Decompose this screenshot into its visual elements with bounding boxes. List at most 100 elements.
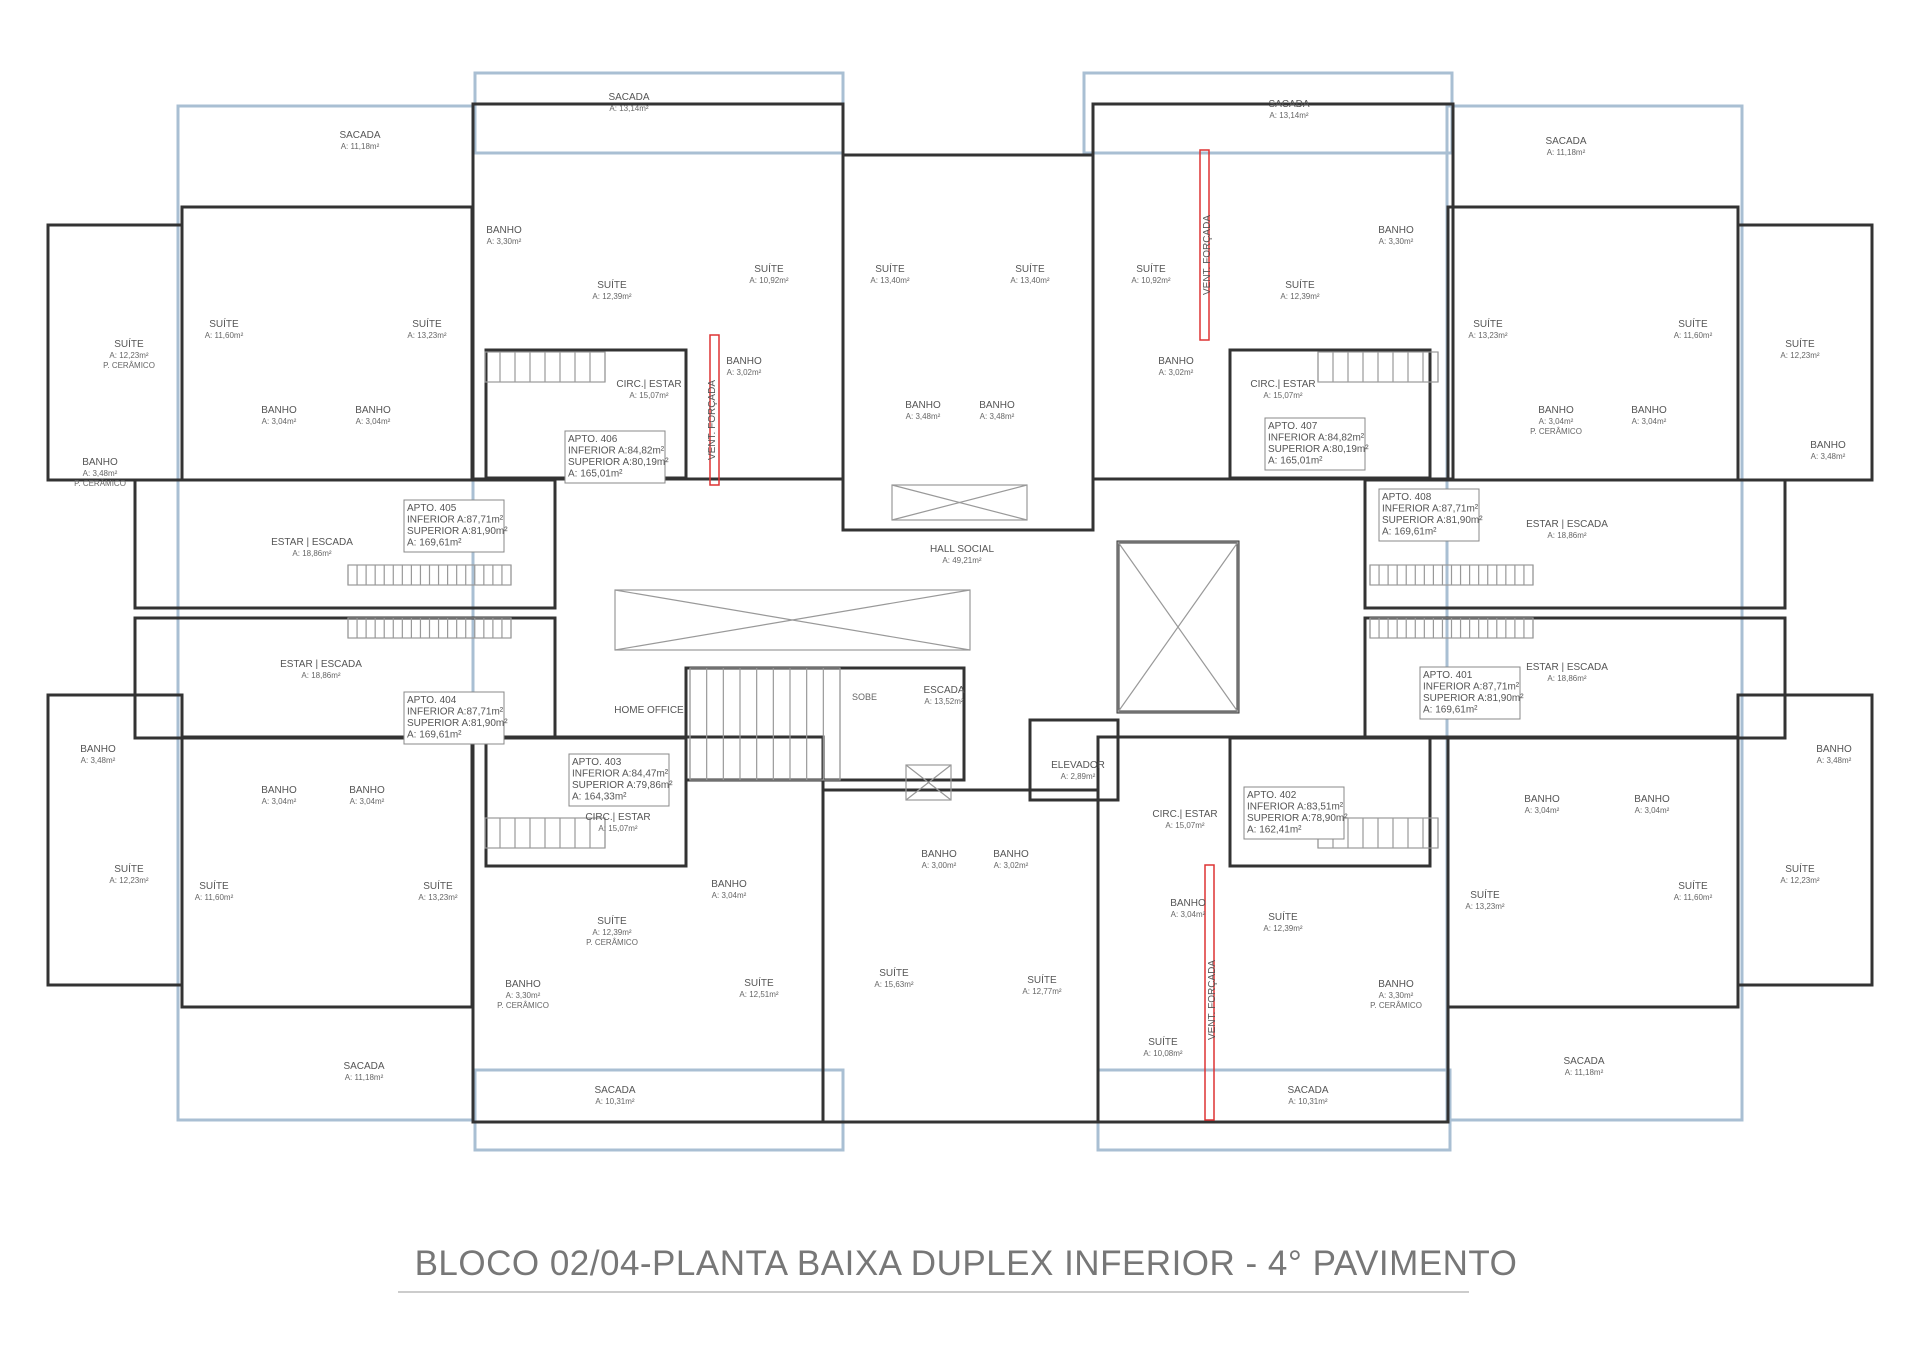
room-area: A: 15,07m² (1263, 391, 1302, 400)
room-name: BANHO (1524, 794, 1560, 805)
room-area: A: 49,21m² (942, 556, 981, 565)
room-area: A: 3,02m² (727, 368, 762, 377)
apartment-name: APTO. 401 (1423, 670, 1473, 681)
apartment-name: APTO. 402 (1247, 790, 1297, 801)
room-area: A: 10,92m² (1131, 276, 1170, 285)
room-name: SUÍTE (412, 317, 442, 330)
room-area: A: 13,23m² (1468, 331, 1507, 340)
room-area: A: 3,04m² (1171, 910, 1206, 919)
room-note: P. CERÂMICO (103, 361, 155, 370)
room-name: SACADA (608, 92, 649, 103)
room-name: SUÍTE (744, 976, 774, 989)
apartment-name: APTO. 406 (568, 434, 618, 445)
room-area: A: 18,86m² (1547, 674, 1586, 683)
room-name: SUÍTE (597, 278, 627, 291)
room-name: SUÍTE (1678, 879, 1708, 892)
room-area: A: 3,48m² (980, 412, 1015, 421)
room-area: A: 12,23m² (109, 876, 148, 885)
room-name: BANHO (261, 405, 297, 416)
room-name: BANHO (486, 225, 522, 236)
room-name: ESTAR | ESCADA (280, 659, 362, 670)
room-name: BANHO (82, 457, 118, 468)
room-area: A: 3,04m² (712, 891, 747, 900)
room-name: BANHO (355, 405, 391, 416)
room-name: SUÍTE (114, 337, 144, 350)
room-name: ESTAR | ESCADA (1526, 519, 1608, 530)
apartment-inferior: INFERIOR A:87,71m² (1382, 504, 1479, 515)
apartment-name: APTO. 407 (1268, 421, 1318, 432)
room-name: BANHO (993, 849, 1029, 860)
room-area: A: 15,63m² (874, 980, 913, 989)
room-name: SUÍTE (423, 879, 453, 892)
room-area: A: 3,04m² (356, 417, 391, 426)
room-name: BANHO (921, 849, 957, 860)
room-area: A: 3,04m² (1632, 417, 1667, 426)
room-area: A: 12,39m² (1263, 924, 1302, 933)
room-area: A: 12,39m² (592, 292, 631, 301)
apartment-total: A: 164,33m² (572, 792, 627, 803)
room-area: A: 13,23m² (407, 331, 446, 340)
apartment-inferior: INFERIOR A:83,51m² (1247, 802, 1344, 813)
room-name: BANHO (1170, 898, 1206, 909)
room-name: ELEVADOR (1051, 760, 1105, 771)
room-area: A: 12,23m² (1780, 876, 1819, 885)
room-name: SUÍTE (1015, 262, 1045, 275)
apartment-total: A: 169,61m² (407, 730, 462, 741)
room-name: ESCADA (923, 685, 964, 696)
vent-label: VENT. FORÇADA (1207, 960, 1218, 1040)
room-name: CIRC.| ESTAR (616, 379, 681, 390)
apartment-superior: SUPERIOR A:80,19m² (568, 457, 669, 468)
room-area: A: 3,30m² (487, 237, 522, 246)
room-area: A: 3,48m² (906, 412, 941, 421)
room-name: SACADA (343, 1061, 384, 1072)
room-area: A: 13,40m² (1010, 276, 1049, 285)
room-name: SACADA (1563, 1056, 1604, 1067)
apartment-inferior: INFERIOR A:87,71m² (407, 515, 504, 526)
room-area: A: 3,04m² (262, 797, 297, 806)
room-name: BANHO (1158, 356, 1194, 367)
room-name: SUÍTE (1785, 337, 1815, 350)
room-name: BANHO (905, 400, 941, 411)
room-area: A: 12,39m² (592, 928, 631, 937)
room-name: ESTAR | ESCADA (271, 537, 353, 548)
room-area: A: 3,30m² (1379, 237, 1414, 246)
room-area: A: 12,51m² (739, 990, 778, 999)
room-area: A: 3,04m² (350, 797, 385, 806)
room-name: SUÍTE (1268, 910, 1298, 923)
room-name: BANHO (261, 785, 297, 796)
room-area: A: 3,30m² (1379, 991, 1414, 1000)
room-area: A: 11,60m² (1674, 893, 1713, 902)
room-note: P. CERÂMICO (586, 938, 638, 947)
apartment-name: APTO. 404 (407, 695, 457, 706)
apartment-inferior: INFERIOR A:87,71m² (1423, 682, 1520, 693)
room-area: A: 18,86m² (301, 671, 340, 680)
room-name: SUÍTE (114, 862, 144, 875)
room-area: A: 11,18m² (345, 1073, 384, 1082)
room-name: SUÍTE (597, 914, 627, 927)
room-name: BANHO (1810, 440, 1846, 451)
room-name: SUÍTE (879, 966, 909, 979)
room-name: SUÍTE (754, 262, 784, 275)
apartment-inferior: INFERIOR A:87,71m² (407, 707, 504, 718)
stair-up-label: SOBE (852, 692, 877, 702)
room-area: A: 13,40m² (870, 276, 909, 285)
room-name: HOME OFFICE (614, 705, 684, 716)
room-name: BANHO (1631, 405, 1667, 416)
room-name: SUÍTE (199, 879, 229, 892)
room-area: A: 11,60m² (195, 893, 234, 902)
apartment-superior: SUPERIOR A:81,90m² (407, 526, 508, 537)
vent-label: VENT. FORÇADA (707, 380, 718, 460)
room-name: SUÍTE (1785, 862, 1815, 875)
vent-label: VENT. FORÇADA (1202, 215, 1213, 295)
room-name: BANHO (349, 785, 385, 796)
room-name: SUÍTE (1136, 262, 1166, 275)
room-area: A: 13,23m² (1465, 902, 1504, 911)
apartment-inferior: INFERIOR A:84,82m² (568, 446, 665, 457)
room-area: A: 15,07m² (629, 391, 668, 400)
room-note: P. CERÂMICO (1530, 427, 1582, 436)
room-name: SACADA (339, 130, 380, 141)
